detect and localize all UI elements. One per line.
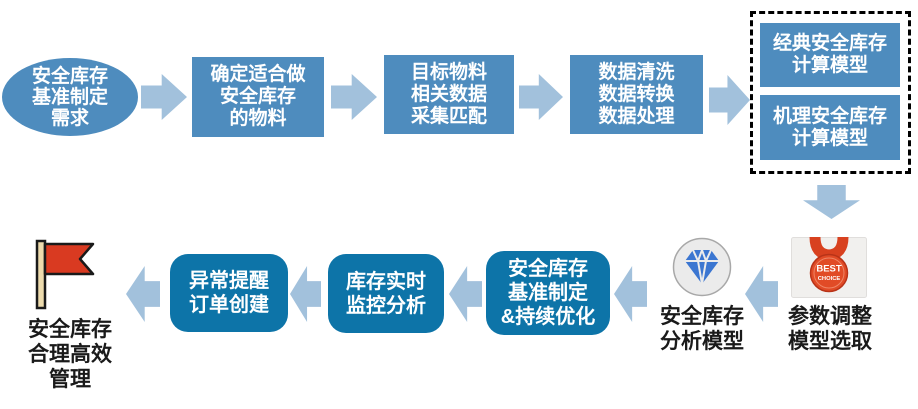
arrow-right-icon <box>331 74 377 120</box>
label-line: 安全库存 <box>660 305 744 328</box>
node-text-line: 订单创建 <box>189 294 269 316</box>
node-text-line: 安全库存 <box>31 65 108 87</box>
node-text-line: 机理安全库存 <box>772 105 887 127</box>
node-text-line: 数据清洗 <box>598 61 675 83</box>
node-text-line: 库存实时 <box>346 270 426 293</box>
node-text-line: 计算模型 <box>791 55 868 76</box>
node-text-line: 异常提醒 <box>189 270 269 292</box>
node-baseline-optimize: 安全库存 基准制定 &持续优化 <box>486 251 610 335</box>
label-goal: 安全库存 合理高效 管理 <box>10 317 130 392</box>
model-group-frame: 经典安全库存 计算模型 机理安全库存 计算模型 <box>750 11 911 174</box>
arrow-left-icon <box>290 266 321 322</box>
node-text-line: 目标物料 <box>410 61 487 83</box>
node-text-line: 数据处理 <box>598 105 675 127</box>
label-line: 管理 <box>49 368 91 391</box>
node-text-line: 的物料 <box>229 108 287 129</box>
label-line: 分析模型 <box>660 330 744 353</box>
node-text-line: 数据转换 <box>598 83 675 105</box>
node-text-line: 监控分析 <box>346 294 426 317</box>
label-analysis-model: 安全库存 分析模型 <box>641 304 763 354</box>
node-realtime-monitor: 库存实时 监控分析 <box>328 254 444 333</box>
diamond-icon <box>672 237 732 297</box>
node-alert-order: 异常提醒 订单创建 <box>170 254 288 332</box>
node-text-line: 安全库存 <box>219 86 296 107</box>
node-text-line: 安全库存 <box>508 258 588 280</box>
node-classic-model: 经典安全库存 计算模型 <box>760 23 900 87</box>
label-line: 安全库存 <box>28 318 112 341</box>
node-text-line: 采集匹配 <box>410 105 487 127</box>
arrow-left-icon <box>126 266 160 322</box>
arrow-right-icon <box>709 75 750 125</box>
label-line: 合理高效 <box>28 343 112 366</box>
badge-text-top: BEST <box>816 264 842 275</box>
label-param-selection: 参数调整 模型选取 <box>770 304 890 354</box>
node-text-line: 确定适合做 <box>210 64 306 85</box>
node-determine-materials: 确定适合做 安全库存 的物料 <box>192 57 324 137</box>
arrow-right-icon <box>519 74 563 120</box>
red-flag-icon <box>35 239 95 310</box>
node-data-processing: 数据清洗 数据转换 数据处理 <box>570 55 703 134</box>
node-text-line: &持续优化 <box>500 306 596 328</box>
label-line: 参数调整 <box>788 305 872 328</box>
node-data-collection: 目标物料 相关数据 采集匹配 <box>384 55 514 134</box>
node-mechanism-model: 机理安全库存 计算模型 <box>760 95 900 160</box>
node-text-line: 相关数据 <box>410 83 487 105</box>
node-text-line: 需求 <box>50 107 89 129</box>
node-text-line: 经典安全库存 <box>772 33 887 54</box>
node-text-line: 基准制定 <box>508 282 588 304</box>
arrow-right-icon <box>141 74 187 120</box>
arrow-left-icon <box>449 266 482 322</box>
label-line: 模型选取 <box>788 330 872 353</box>
node-baseline-demand: 安全库存 基准制定 需求 <box>2 58 138 136</box>
arrow-down-icon <box>803 185 860 219</box>
node-text-line: 计算模型 <box>791 127 868 149</box>
best-choice-badge-icon: BEST CHOICE <box>791 237 867 298</box>
node-text-line: 基准制定 <box>31 86 108 108</box>
badge-text-bottom: CHOICE <box>818 276 841 282</box>
